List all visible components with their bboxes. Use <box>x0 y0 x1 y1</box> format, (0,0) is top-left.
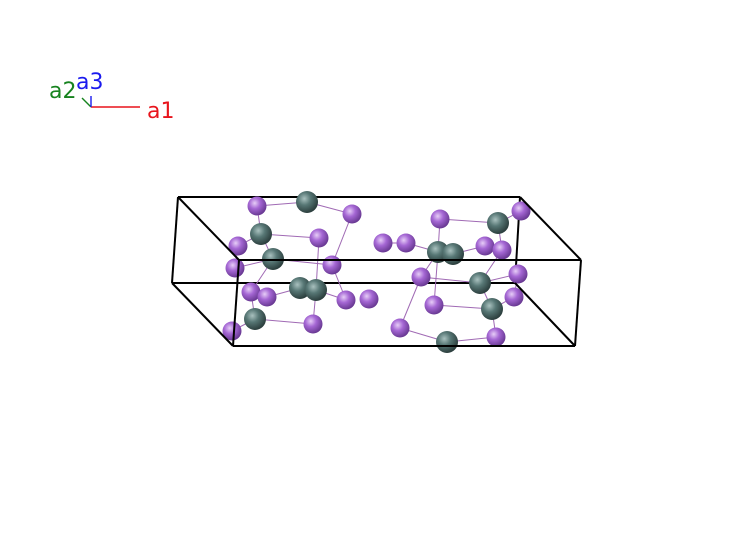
atom-purple[interactable] <box>222 321 242 341</box>
atom-purple[interactable] <box>411 267 431 287</box>
atom-purple[interactable] <box>424 295 444 315</box>
atom-purple[interactable] <box>492 240 512 260</box>
atom-teal[interactable] <box>244 308 266 330</box>
axis-indicator: a1 a2 a3 <box>49 70 174 124</box>
atom-teal[interactable] <box>436 331 458 353</box>
axis-a3-label: a3 <box>76 70 103 95</box>
atom-teal[interactable] <box>305 279 327 301</box>
atom-purple[interactable] <box>511 201 531 221</box>
atom-purple[interactable] <box>373 233 393 253</box>
atom-purple[interactable] <box>225 258 245 278</box>
unit-cell-front <box>171 196 582 347</box>
atom-purple[interactable] <box>475 236 495 256</box>
atom-purple[interactable] <box>390 318 410 338</box>
atom-purple[interactable] <box>342 204 362 224</box>
atoms-purple <box>222 196 531 347</box>
atom-purple[interactable] <box>504 287 524 307</box>
atom-teal[interactable] <box>250 223 272 245</box>
axis-a2-line <box>81 97 92 108</box>
atom-purple[interactable] <box>486 327 506 347</box>
atom-purple[interactable] <box>359 289 379 309</box>
atom-purple[interactable] <box>247 196 267 216</box>
atom-purple[interactable] <box>228 236 248 256</box>
axis-a1-label: a1 <box>147 99 174 124</box>
atom-purple[interactable] <box>336 290 356 310</box>
atom-purple[interactable] <box>309 228 329 248</box>
atom-teal[interactable] <box>481 298 503 320</box>
atoms-teal <box>244 191 509 353</box>
atom-purple[interactable] <box>303 314 323 334</box>
atom-purple[interactable] <box>322 255 342 275</box>
atom-purple[interactable] <box>257 287 277 307</box>
atom-purple[interactable] <box>430 209 450 229</box>
atom-teal[interactable] <box>442 243 464 265</box>
atom-purple[interactable] <box>508 264 528 284</box>
atom-teal[interactable] <box>487 212 509 234</box>
atom-teal[interactable] <box>289 277 311 299</box>
axis-a2-label: a2 <box>49 79 76 104</box>
atom-purple[interactable] <box>241 282 261 302</box>
bonds <box>231 201 522 343</box>
atom-purple[interactable] <box>396 233 416 253</box>
atom-teal[interactable] <box>469 272 491 294</box>
atom-teal[interactable] <box>296 191 318 213</box>
